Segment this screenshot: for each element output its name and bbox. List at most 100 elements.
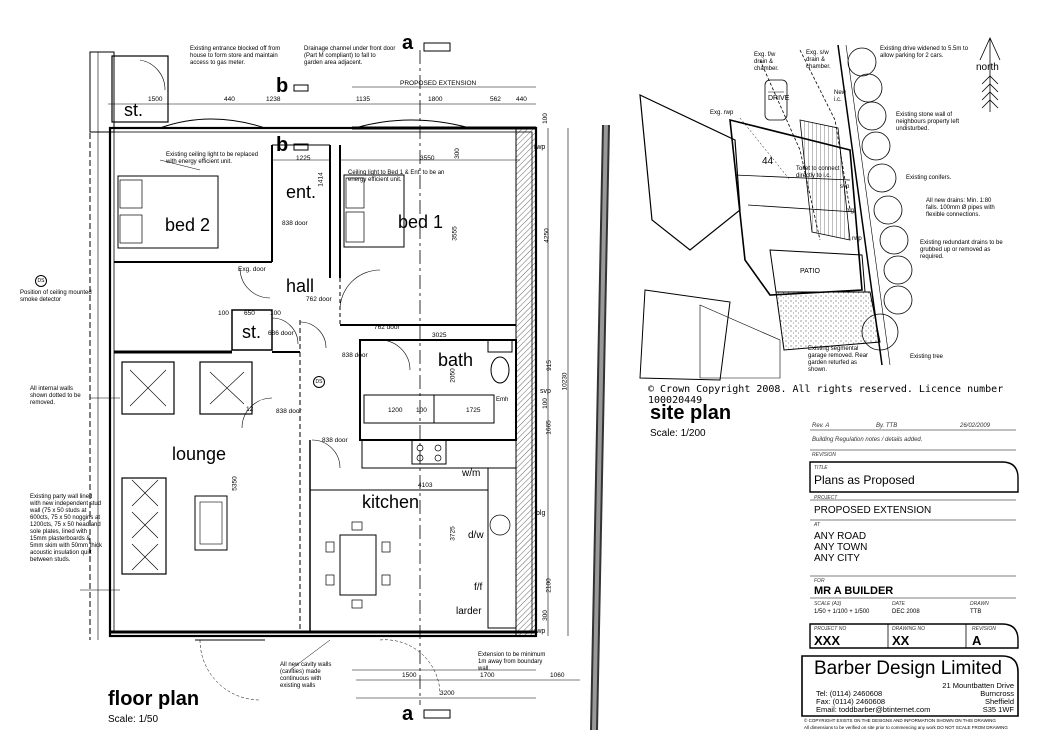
drawn-value: TTB: [970, 609, 982, 615]
dim-bottom: 1500: [402, 672, 417, 679]
room-store-mid: st.: [242, 322, 262, 342]
project-no: XXX: [814, 633, 841, 648]
dim-inner: 100: [270, 310, 281, 317]
label-exg-rwp: Exg. rwp: [710, 110, 734, 116]
label-larder: larder: [456, 606, 482, 617]
dim-vertical: 1665: [545, 420, 553, 435]
label-toilet: Toilet to connect directly to i.c.: [796, 166, 840, 179]
dim-vertical: 300: [453, 148, 461, 159]
label-drive: DRIVE: [768, 95, 790, 102]
date-value: DEC 2008: [892, 609, 920, 615]
for-label: FOR: [814, 578, 825, 584]
note-extension-min: Extension to be minimum 1m away from bou…: [478, 652, 546, 672]
site-plan-scale: Scale: 1/200: [650, 428, 706, 439]
label-blg: blg: [536, 510, 546, 517]
dim-top: 1500: [148, 96, 163, 103]
company-address: 21 Mountbatten Drive: [942, 681, 1014, 690]
drawing-title: Plans as Proposed: [814, 473, 915, 487]
note-internal-walls: All internal walls shown dotted to be re…: [30, 386, 81, 406]
note-cavity-walls: All new cavity walls (cavities) made con…: [280, 662, 332, 689]
note-ceiling-light-bed1: Ceiling light to Bed 1 & Ent. to be an e…: [348, 170, 445, 183]
note-entrance: Existing entrance blocked off from house…: [190, 46, 281, 66]
room-ent: ent.: [286, 182, 317, 202]
address-line: ANY ROAD: [814, 531, 867, 542]
site-plan-linework: [639, 37, 1001, 381]
room-store-top: st.: [124, 100, 144, 120]
company-tel: Tel: (0114) 2460608: [816, 689, 883, 698]
dim-top: 1238: [266, 96, 281, 103]
door-label: 838 door: [282, 220, 308, 227]
label-patio: PATIO: [800, 268, 820, 275]
revision-value: A: [972, 633, 982, 648]
label-ff: f/f: [474, 582, 483, 593]
section-a-bottom: a: [402, 703, 414, 725]
dim-bottom: 1060: [550, 672, 565, 679]
rev-note: Building Regulation notes / details adde…: [812, 437, 923, 443]
dim-vertical: 10230: [561, 372, 569, 391]
section-a-top: a: [402, 32, 414, 54]
label-new-ic: New i.c.: [834, 90, 847, 103]
address-line: ANY TOWN: [814, 542, 868, 553]
note-ceiling-light-bed2: Existing ceiling light to be replaced wi…: [166, 152, 259, 165]
sheet-divider: [590, 125, 610, 730]
company-fax: Fax: (0114) 2460608: [816, 697, 886, 706]
note-party-wall: Existing party wall lined with new indep…: [30, 494, 103, 563]
at-label: AT: [814, 522, 821, 528]
dim-inner: 100: [218, 310, 229, 317]
dim-bottom: 1700: [480, 672, 495, 679]
note-drainage: Drainage channel under front door (Part …: [304, 46, 396, 66]
dim-inner: 3025: [432, 332, 447, 339]
company-name: Barber Design Limited: [814, 658, 1002, 679]
note-drive-widened: Existing drive widened to 5.5m to allow …: [880, 46, 969, 59]
note-smoke-detector: Position of ceiling mounted smoke detect…: [20, 290, 92, 303]
dim-inner: 100: [416, 407, 427, 414]
door-label: 838 door: [322, 437, 348, 444]
label-dw: d/w: [468, 530, 484, 541]
drawing-disclaimer: All dimensions to be verified on site pr…: [804, 725, 1008, 730]
label-exg-sw: Exg. s/w drain & chamber.: [806, 50, 831, 70]
project-no-label: PROJECT NO: [814, 626, 847, 632]
dim-top: 1135: [356, 96, 370, 103]
dim-top: 440: [516, 96, 527, 103]
door-label: 762 door: [306, 296, 332, 303]
label-svp: svp: [840, 184, 850, 190]
label-rwp: rwp: [852, 236, 862, 242]
dim-vertical: 4250: [543, 228, 551, 243]
note-conifers: Existing conifers.: [906, 175, 952, 181]
scale-value: 1/50 + 1/100 + 1/500: [814, 609, 870, 615]
company-address: Sheffield: [984, 697, 1014, 706]
dim-vertical: 1414: [317, 172, 325, 187]
smoke-detector-icon: DS: [35, 275, 47, 287]
client-name: MR A BUILDER: [814, 585, 894, 597]
door-label: 762 door: [374, 324, 400, 331]
dim-vertical: 300: [541, 610, 549, 621]
north-label: north: [976, 62, 999, 73]
title-block-linework: [801, 429, 1019, 717]
site-plan-title: site plan: [650, 402, 732, 424]
dim-vertical: 12: [246, 406, 254, 413]
drawing-copyright: © COPYRIGHT EXISTS ON THE DESIGNS AND IN…: [804, 718, 996, 723]
dim-top: 1800: [428, 96, 443, 103]
room-bed2: bed 2: [165, 215, 211, 235]
room-bed1: bed 1: [398, 212, 444, 232]
label-rwp: rwp: [534, 144, 546, 151]
dim-vertical: 2100: [545, 578, 553, 593]
project-name: PROPOSED EXTENSION: [814, 505, 932, 516]
proposed-extension-label: PROPOSED EXTENSION: [400, 80, 477, 87]
revision-label: REVISION: [812, 452, 836, 458]
dim-vertical: 2050: [449, 368, 457, 383]
rev-date: 26/02/2009: [960, 423, 991, 429]
revision-box-label: REVISION: [972, 626, 996, 632]
drawn-label: DRAWN: [970, 601, 989, 607]
drawing-no-label: DRAWING NO: [892, 626, 925, 632]
crown-copyright: © Crown Copyright 2008. All rights reser…: [648, 384, 1004, 406]
note-tree: Existing tree: [910, 354, 944, 360]
dim-vertical: 5350: [231, 476, 239, 491]
door-label: 838 door: [342, 352, 368, 359]
label-blg: blg: [846, 208, 855, 214]
room-lounge: lounge: [172, 444, 227, 464]
company-address: Burncross: [980, 689, 1014, 698]
floor-plan-title: floor plan: [108, 688, 200, 710]
dim-inner: 1200: [388, 407, 403, 414]
